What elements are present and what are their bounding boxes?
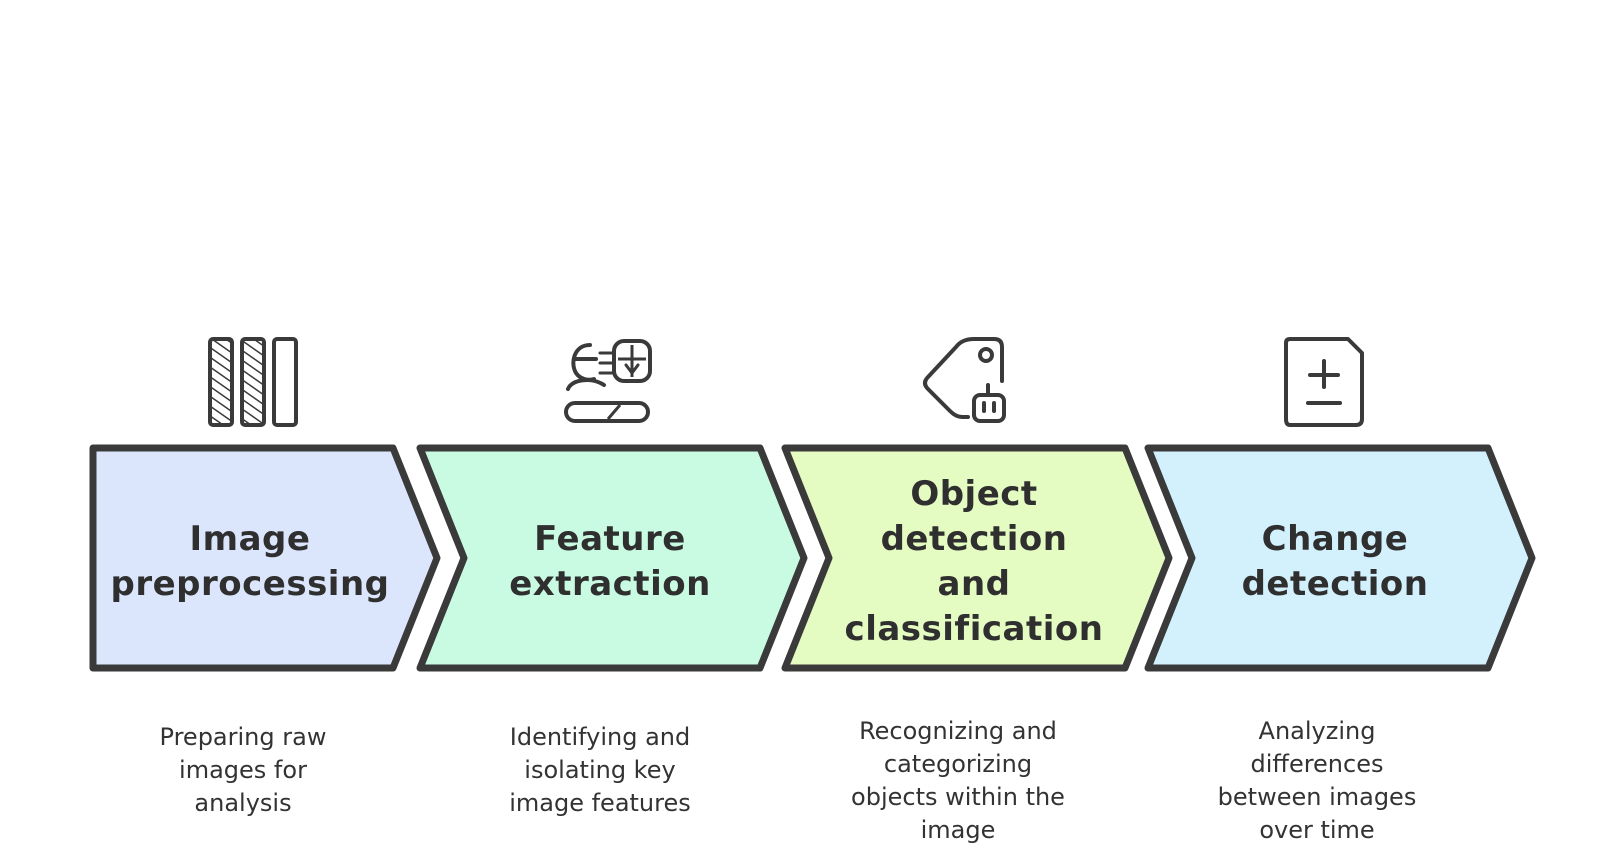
- plus-minus-document-icon: [1284, 337, 1364, 427]
- stage-4-description-line-2: differences: [1250, 750, 1384, 778]
- stage-1-description-line-3: analysis: [194, 789, 292, 817]
- stage-3-title-line-4: classification: [844, 609, 1104, 649]
- stage-4-title-line-1: Change: [1261, 519, 1409, 559]
- stage-1-title: Image preprocessing: [100, 517, 400, 607]
- stage-2-description: Identifying and isolating key image feat…: [460, 721, 740, 820]
- stage-4-title-line-2: detection: [1241, 564, 1429, 604]
- stage-1-title-line-2: preprocessing: [110, 564, 390, 604]
- stage-2-description-line-1: Identifying and: [509, 723, 691, 751]
- face-scan-icon: [564, 339, 652, 423]
- books-icon: [208, 337, 298, 427]
- stage-4-chevron: [1144, 444, 1536, 672]
- stage-1-chevron: [89, 444, 441, 672]
- stage-1-title-line-1: Image: [189, 519, 311, 559]
- stage-4-description-line-4: over time: [1259, 816, 1375, 844]
- stage-2-title-line-2: extraction: [509, 564, 711, 604]
- stage-4-description-line-3: between images: [1217, 783, 1417, 811]
- stage-2-chevron: [416, 444, 808, 672]
- stage-3-title-line-3: and: [937, 564, 1011, 604]
- stage-2-title-line-1: Feature: [534, 519, 686, 559]
- stage-3-description: Recognizing and categorizing objects wit…: [818, 715, 1098, 847]
- stage-1-description-line-1: Preparing raw: [159, 723, 327, 751]
- stage-4-description: Analyzing differences between images ove…: [1177, 715, 1457, 847]
- stage-2-description-line-3: image features: [509, 789, 691, 817]
- stage-1-description-line-2: images for: [179, 756, 307, 784]
- stage-4-title: Change detection: [1185, 517, 1485, 607]
- stage-3-title-line-1: Object: [910, 474, 1038, 514]
- stage-3-description-line-2: categorizing: [883, 750, 1033, 778]
- stage-3-chevron: [781, 444, 1173, 672]
- stage-2-description-line-2: isolating key: [524, 756, 676, 784]
- tag-robot-icon: [923, 337, 1006, 423]
- stage-2-title: Feature extraction: [460, 517, 760, 607]
- stage-3-description-line-4: image: [920, 816, 996, 844]
- stage-1-description: Preparing raw images for analysis: [103, 721, 383, 820]
- stage-4-description-line-1: Analyzing: [1258, 717, 1376, 745]
- stage-3-description-line-1: Recognizing and: [859, 717, 1057, 745]
- stage-3-title: Object detection and classification: [824, 472, 1124, 652]
- stage-3-title-line-2: detection: [880, 519, 1068, 559]
- stage-3-description-line-3: objects within the: [851, 783, 1065, 811]
